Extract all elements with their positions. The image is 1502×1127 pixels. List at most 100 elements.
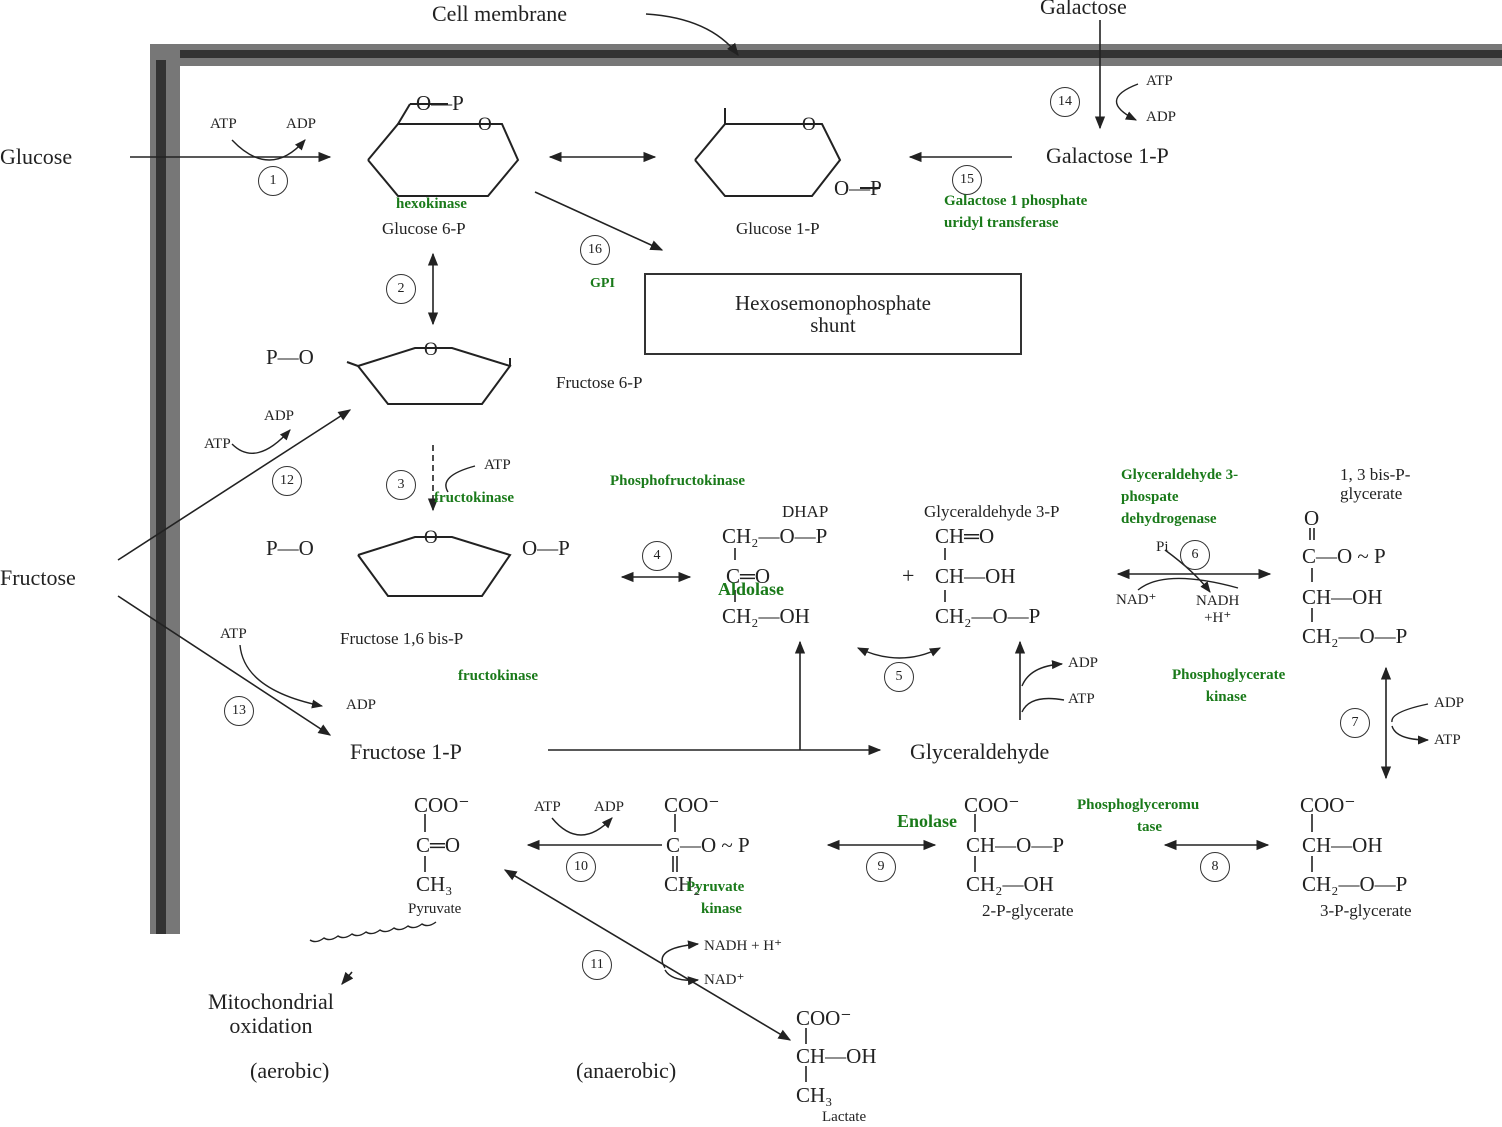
glucose-6p-ring [367,103,520,197]
g1p-o-p: O—P [834,176,882,200]
arrow-fructose-f6p [117,409,352,561]
bpg-line-3: CH—OH [1302,585,1383,609]
pyr-line-2: C═O [416,833,461,857]
step-5: 5 [884,662,914,692]
cofactor-adp-10: ADP [594,799,625,815]
cofactor-nadh-11: NADH + H⁺ [704,938,783,954]
enzyme-pfk: Phosphofructokinase [610,473,746,489]
cofactor-nad-11: NAD⁺ [704,972,745,988]
enzyme-fructokinase-b: fructokinase [458,668,538,684]
label-pyruvate: Pyruvate [408,901,462,917]
membrane-pointer [645,13,739,57]
step-8: 8 [1200,852,1230,882]
enzyme-aldolase: Aldolase [718,579,785,599]
fructose-16bp-ring [357,536,512,597]
label-dhap: DHAP [782,502,829,521]
enzyme-pyruvate-kinase: Pyruvate kinase [686,879,745,917]
enzyme-pgm: Phosphoglyceromu tase [1077,797,1200,835]
label-glucose-1p: Glucose 1-P [736,219,820,238]
cofactor-atp-3: ATP [484,457,511,473]
cofactor-adp-glyc: ADP [1068,655,1099,671]
f6p-p-o: P—O [266,345,314,369]
step-11: 11 [582,950,612,980]
glucose-1p-ring [694,108,880,197]
step-2: 2 [386,274,416,304]
label-fructose-16bp: Fructose 1,6 bis-P [340,629,464,648]
pg2-line-3: CH₂—OH [966,872,1054,896]
g6p-ring-o: O [478,114,492,135]
enzyme-pgk: Phosphoglycerate kinase [1172,667,1286,705]
plus-sign: + [902,563,915,588]
g3p-line-2: CH—OH [935,564,1016,588]
fructose-6p-ring [346,347,512,405]
bpg-line-1: O [1304,506,1320,530]
lac-line-2: CH—OH [796,1044,877,1068]
label-glyceraldehyde: Glyceraldehyde [910,739,1050,764]
cofactor-adp-12: ADP [264,408,295,424]
arrow-fructose-f1p [117,595,332,736]
cofactor-atp-glyc: ATP [1068,691,1095,707]
enzyme-fructokinase-a: fructokinase [434,490,514,506]
cofactor-atp-7: ATP [1434,732,1461,748]
cofactor-pi: Pi [1156,539,1169,555]
label-mitochondrial-oxidation: Mitochondrial oxidation [208,989,334,1039]
label-13bpg: 1, 3 bis-P- glycerate [1340,465,1411,503]
pg3-line-1: COO⁻ [1300,793,1356,817]
label-2pg: 2-P-glycerate [982,901,1074,920]
mito-wavy-arrow [309,921,437,943]
cofactor-atp-10: ATP [534,799,561,815]
cofactor-adp-13: ADP [346,697,377,713]
step-16: 16 [580,235,610,265]
step-6: 6 [1180,540,1210,570]
pep-line-3: CH₂ [664,872,701,896]
label-fructose-6p: Fructose 6-P [556,373,643,392]
f16bp-o-p: O—P [522,536,570,560]
cofactor-adp-1: ADP [286,116,317,132]
label-galactose-1p: Galactose 1-P [1046,143,1169,168]
cofactor-atp-12: ATP [204,436,231,452]
label-glucose: Glucose [0,144,73,169]
cofactor-adp-7: ADP [1434,695,1465,711]
pep-line-1: COO⁻ [664,793,720,817]
g3p-line-3: CH₂—O—P [935,604,1041,628]
cofactor-nadh-6: NADH +H⁺ [1196,593,1240,626]
label-anaerobic: (anaerobic) [576,1058,677,1083]
label-galactose: Galactose [1040,0,1127,19]
hmp-shunt-box: Hexosemonophosphate shunt [644,273,1022,355]
cell-membrane [150,44,1502,934]
lac-line-1: COO⁻ [796,1006,852,1030]
label-fructose: Fructose [0,565,76,590]
cofactor-nad-6: NAD⁺ [1116,592,1157,608]
g6p-o-p: O—P [416,91,464,115]
dhap-line-3: CH₂—OH [722,604,810,628]
step-9: 9 [866,852,896,882]
g3p-line-1: CH═O [935,524,995,548]
g1p-ring-o: O [802,114,816,135]
pg2-line-2: CH—O—P [966,833,1065,857]
enzyme-enolase: Enolase [897,811,958,831]
bpg-line-4: CH₂—O—P [1302,624,1408,648]
label-g3p: Glyceraldehyde 3-P [924,502,1060,521]
lac-line-3: CH₃ [796,1083,833,1107]
pyr-line-1: COO⁻ [414,793,470,817]
enzyme-gpi: GPI [590,276,615,291]
enzyme-gapdh: Glyceraldehyde 3- phospate dehydrogenase [1121,467,1239,527]
step-12: 12 [272,466,302,496]
dhap-line-1: CH₂—O—P [722,524,828,548]
pyr-line-3: CH₃ [416,872,453,896]
bpg-line-2: C—O ~ P [1302,544,1386,568]
pg3-line-3: CH₂—O—P [1302,872,1408,896]
f16bp-p-o: P—O [266,536,314,560]
dhap-line-2: C═O [726,564,771,588]
pg2-line-1: COO⁻ [964,793,1020,817]
step-10: 10 [566,852,596,882]
f16bp-ring-o: O [424,527,438,548]
cofactor-adp-14: ADP [1146,109,1177,125]
step-15: 15 [952,165,982,195]
pep-line-2: C—O ~ P [666,833,750,857]
step-14: 14 [1050,87,1080,117]
label-fructose-1p: Fructose 1-P [350,739,462,764]
enzyme-galt: Galactose 1 phosphate uridyl transferase [944,193,1088,231]
label-cell-membrane: Cell membrane [432,1,568,26]
